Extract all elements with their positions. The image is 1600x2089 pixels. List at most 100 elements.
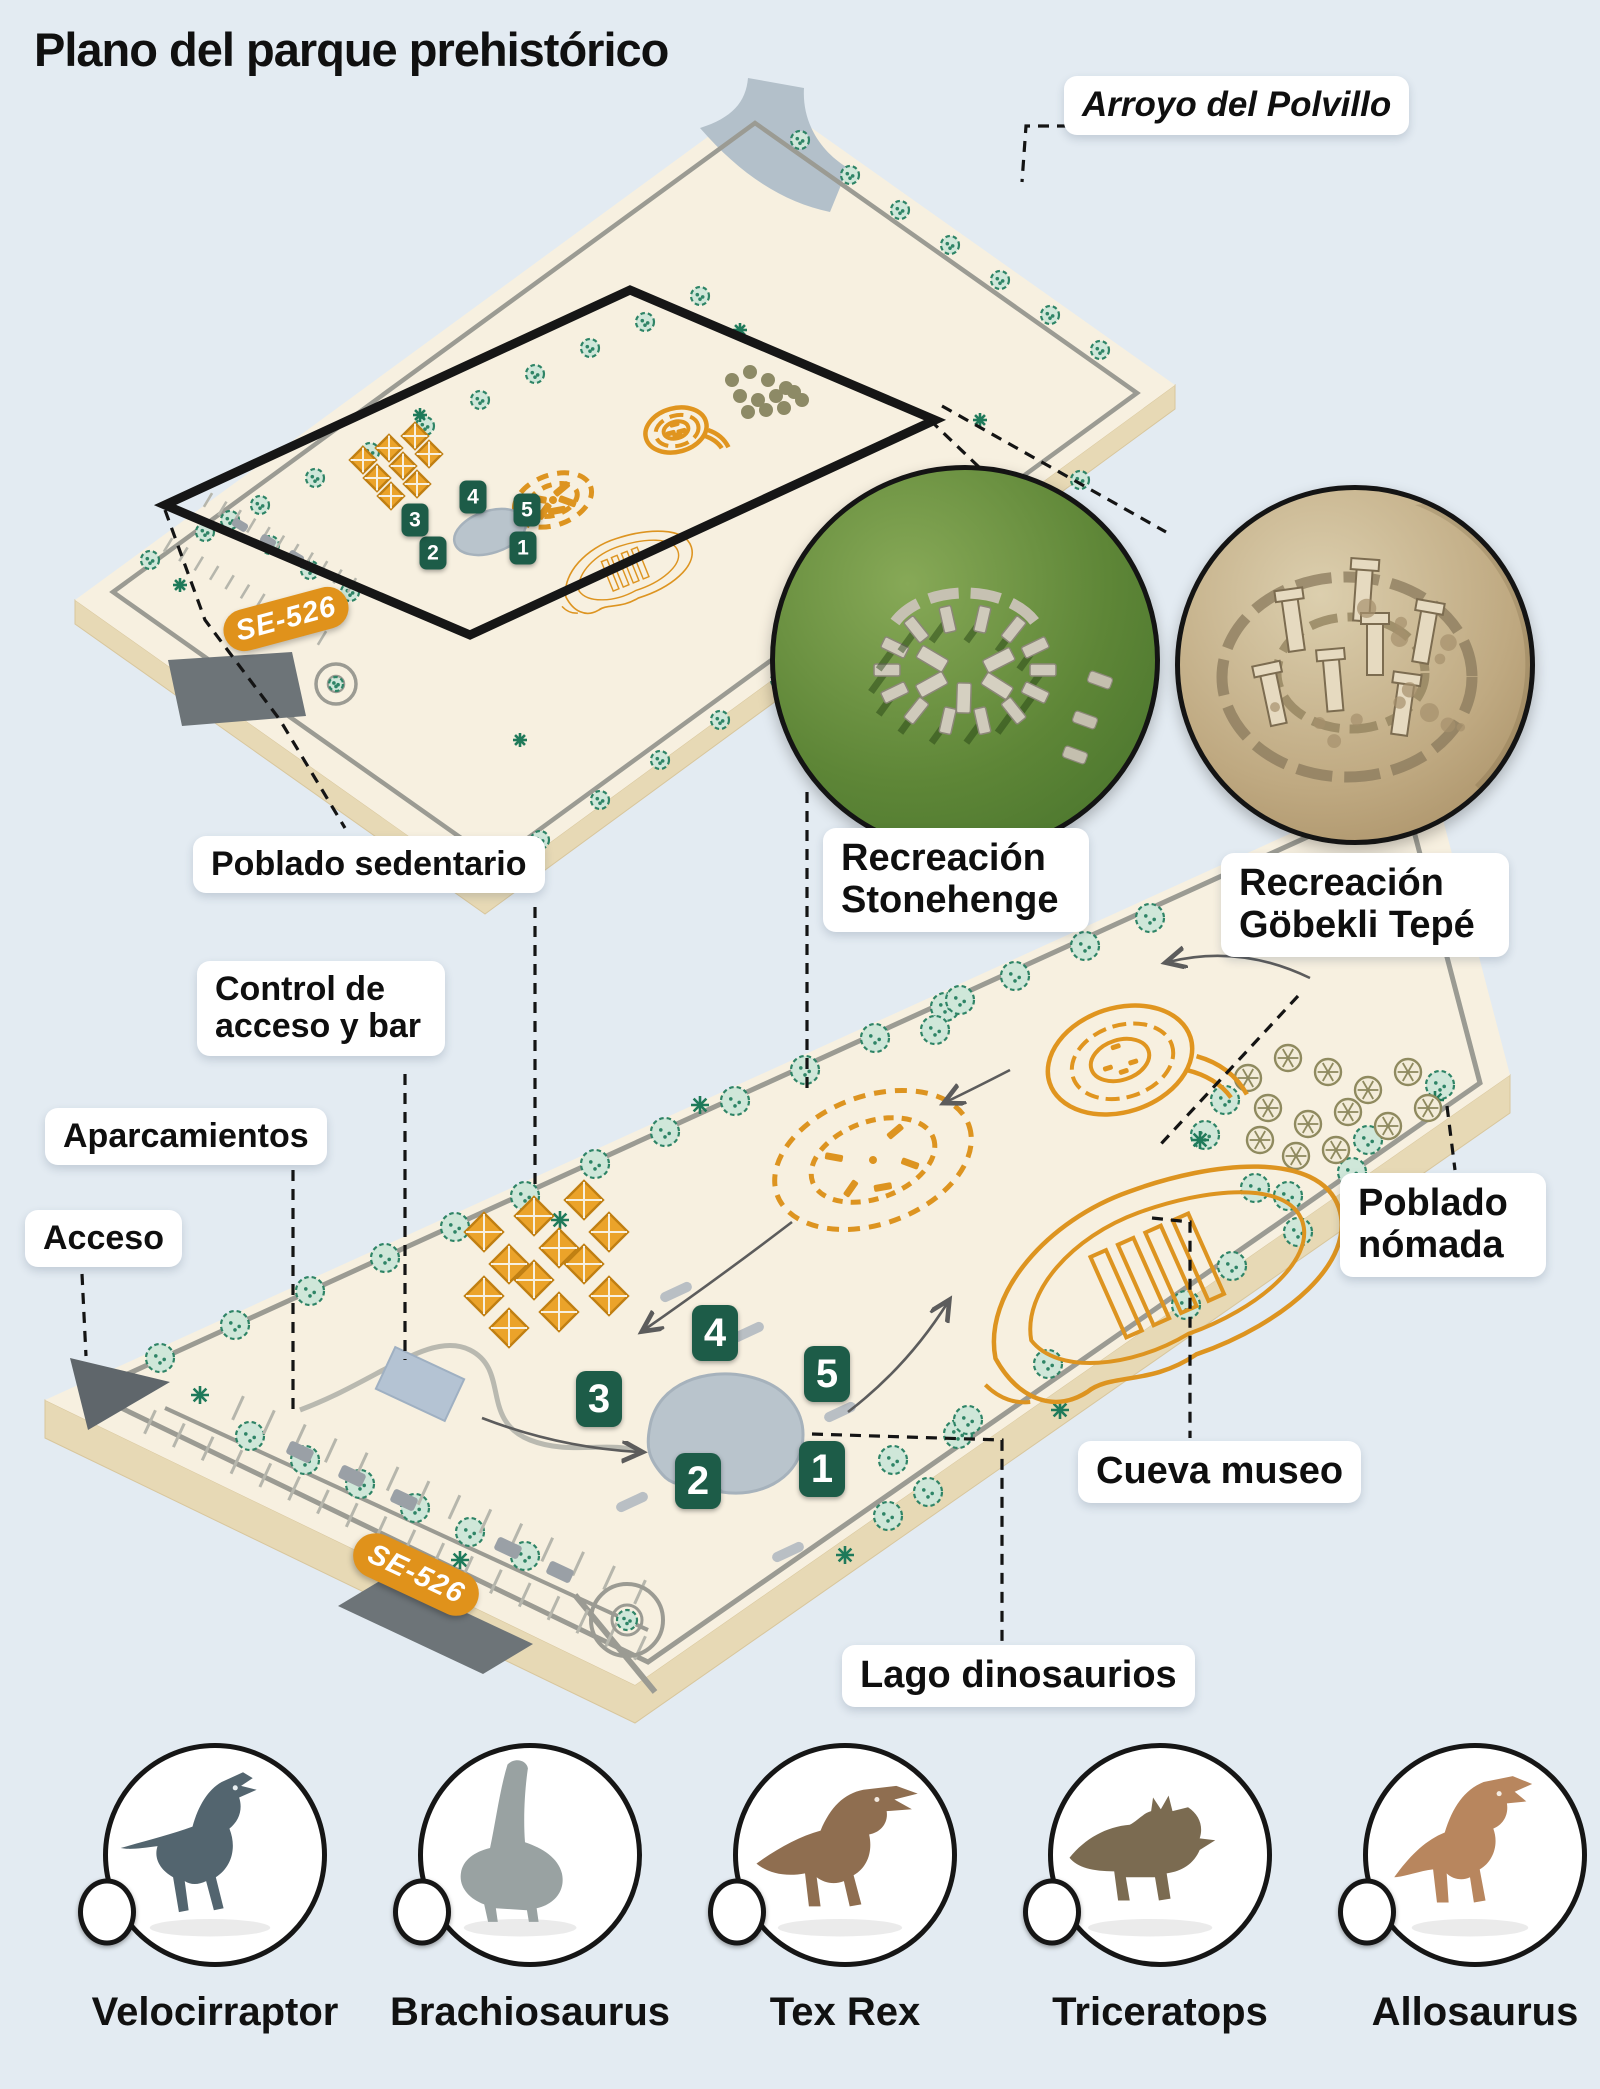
rubble: [1457, 723, 1466, 732]
shrub-icon: [691, 1096, 709, 1114]
deco-circle: [914, 1478, 942, 1506]
eye: [233, 1785, 238, 1790]
deco-circle: [939, 1003, 943, 1007]
deco-circle: [948, 246, 952, 250]
deco-circle: [718, 721, 722, 725]
t-pillar: [1252, 661, 1292, 727]
dino-photo-allosaurus: [1363, 1743, 1587, 1967]
deco-circle: [1136, 904, 1164, 932]
deco-circle: [146, 557, 150, 561]
dino-name-texrex: Tex Rex: [770, 1990, 920, 2035]
tree-icon: [306, 469, 324, 487]
deco-circle: [937, 1030, 941, 1034]
deco-circle: [1091, 341, 1109, 359]
rubble: [1327, 734, 1341, 748]
tree-icon: [914, 1478, 942, 1506]
deco-circle: [1071, 471, 1089, 489]
shrub-icon: [1191, 1131, 1209, 1149]
t-pillar: [1361, 613, 1389, 675]
deco-circle: [201, 529, 205, 533]
label-arroyo: Arroyo del Polvillo: [1064, 76, 1409, 135]
t-pillar: [1274, 587, 1310, 652]
olive-tree-icon: [1335, 1099, 1361, 1125]
triceratops-silhouette: [1070, 1796, 1216, 1901]
tree-icon: [721, 1087, 749, 1115]
deco-circle: [1050, 1364, 1054, 1368]
allosaurus-silhouette: [1394, 1776, 1532, 1902]
deco-circle: [1442, 1085, 1446, 1089]
deco-circle: [658, 761, 662, 765]
rubble: [1441, 717, 1456, 732]
overview-marker-1: 1: [510, 532, 537, 565]
dino-name-allosaurus: Allosaurus: [1372, 1990, 1579, 2035]
dino-name-velociraptor: Velocirraptor: [92, 1990, 339, 2035]
deco-circle: [162, 1358, 166, 1362]
inner-stone: [956, 683, 971, 713]
fallen-stone: [1087, 670, 1114, 689]
deco-circle: [798, 141, 802, 145]
rubble: [1402, 682, 1417, 697]
dinosaur-lake: [648, 1374, 803, 1493]
deco-circle: [1042, 1360, 1046, 1364]
deco-circle: [148, 561, 152, 565]
deco-circle: [362, 1484, 366, 1488]
inner-stone: [916, 645, 949, 672]
deco-circle: [413, 1511, 417, 1515]
deco-circle: [721, 1087, 749, 1115]
rubble: [1435, 654, 1446, 665]
map-marker-4: 4: [692, 1305, 738, 1361]
tree-icon: [791, 1056, 819, 1084]
deco-circle: [457, 1227, 461, 1231]
overview-marker-3: 3: [402, 504, 429, 537]
olive-tree-icon: [1235, 1065, 1261, 1091]
deco-circle: [890, 1516, 894, 1520]
deco-rect: [1367, 621, 1383, 675]
deco-circle: [796, 137, 800, 141]
deco-circle: [667, 1132, 671, 1136]
deco-circle: [596, 797, 600, 801]
shadow: [464, 1919, 577, 1936]
olive-tree-icon: [1315, 1059, 1341, 1085]
brachiosaurus-silhouette: [461, 1760, 563, 1922]
tree-icon: [251, 496, 269, 514]
deco-circle: [1230, 1269, 1234, 1273]
label-poblado-sedentario: Poblado sedentario: [193, 836, 545, 893]
inner-stone: [915, 671, 948, 698]
deco-circle: [1290, 1196, 1294, 1200]
deco-circle: [593, 1167, 597, 1171]
tree-icon: [991, 271, 1009, 289]
deco-circle: [304, 1287, 308, 1291]
tree-icon: [711, 711, 729, 729]
eye: [1497, 1791, 1502, 1796]
tree-icon: [441, 1213, 469, 1241]
deco-circle: [1144, 914, 1148, 918]
deco-circle: [877, 1038, 881, 1042]
label-recreacion-gobekli: Recreación Göbekli Tepé: [1221, 853, 1509, 957]
deco-circle: [441, 1213, 469, 1241]
deco-circle: [581, 339, 599, 357]
deco-circle: [1207, 1135, 1211, 1139]
olive-tree-icon: [1395, 1059, 1421, 1085]
deco-circle: [311, 475, 315, 479]
deco-circle: [1083, 949, 1087, 953]
deco-circle: [1017, 976, 1021, 980]
deco-circle: [255, 502, 259, 506]
tree-icon: [329, 677, 343, 691]
dashed-connector: [82, 1274, 86, 1356]
dino-photo-velociraptor: [103, 1743, 327, 1967]
deco-circle: [861, 1024, 889, 1052]
tree-icon: [1218, 1252, 1246, 1280]
deco-circle: [303, 1463, 307, 1467]
map-marker-2: 2: [675, 1453, 721, 1509]
deco-circle: [896, 207, 900, 211]
deco-circle: [733, 1104, 737, 1108]
deco-circle: [1071, 932, 1099, 960]
deco-circle: [926, 1495, 930, 1499]
overview-marker-2: 2: [420, 537, 447, 570]
deco-circle: [258, 506, 262, 510]
deco-circle: [617, 1610, 637, 1630]
overview-marker-5: 5: [514, 494, 541, 527]
deco-circle: [464, 1528, 468, 1532]
deco-circle: [698, 297, 702, 301]
page-title: Plano del parque prehistórico: [34, 22, 668, 77]
